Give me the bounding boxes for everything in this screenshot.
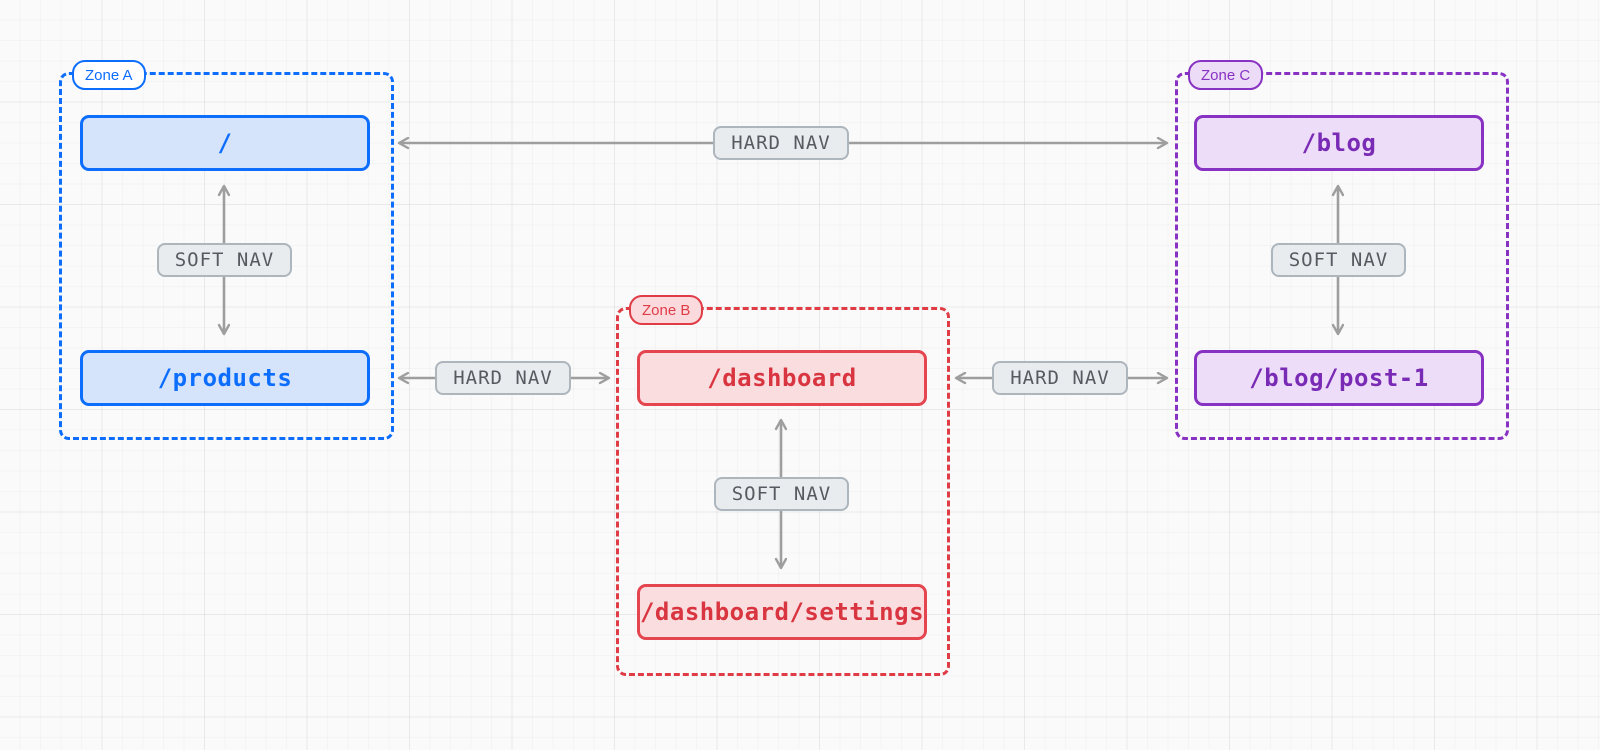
zone-c-label-text: Zone C [1201, 66, 1251, 84]
node-blog[interactable]: /blog [1194, 115, 1484, 171]
zone-a-label-badge: Zone A [72, 60, 146, 90]
zone-a-label-text: Zone A [85, 66, 133, 84]
node-blog-post-1-label: /blog/post-1 [1249, 364, 1429, 392]
edge-label-soft-nav-b-text: SOFT NAV [731, 483, 832, 505]
node-dashboard-label: /dashboard [707, 364, 857, 392]
edge-label-soft-nav-a: SOFT NAV [157, 243, 292, 277]
zone-b-container[interactable] [616, 307, 950, 676]
node-dashboard[interactable]: /dashboard [637, 350, 927, 406]
edge-label-soft-nav-a-text: SOFT NAV [174, 249, 275, 271]
edge-label-soft-nav-b: SOFT NAV [714, 477, 849, 511]
zone-b-label-text: Zone B [642, 301, 691, 319]
zone-c-label-badge: Zone C [1188, 60, 1264, 90]
node-blog-post-1[interactable]: /blog/post-1 [1194, 350, 1484, 406]
edge-label-hard-nav-a-b-text: HARD NAV [453, 367, 553, 389]
node-dashboard-settings-label: /dashboard/settings [639, 598, 925, 626]
edge-label-hard-nav-a-c-text: HARD NAV [731, 132, 831, 154]
edge-label-soft-nav-c: SOFT NAV [1271, 243, 1406, 277]
zone-c-container[interactable] [1175, 72, 1509, 440]
zone-a-container[interactable] [59, 72, 394, 440]
node-products-label: /products [157, 364, 293, 392]
edge-label-hard-nav-a-b: HARD NAV [435, 361, 571, 395]
zone-b-label-badge: Zone B [629, 295, 704, 325]
edge-label-hard-nav-a-c: HARD NAV [713, 126, 849, 160]
node-root[interactable]: / [80, 115, 370, 171]
edge-label-hard-nav-b-c: HARD NAV [992, 361, 1128, 395]
edge-label-soft-nav-c-text: SOFT NAV [1288, 249, 1389, 271]
node-dashboard-settings[interactable]: /dashboard/settings [637, 584, 927, 640]
edge-label-hard-nav-b-c-text: HARD NAV [1010, 367, 1110, 389]
node-products[interactable]: /products [80, 350, 370, 406]
node-blog-label: /blog [1301, 129, 1377, 157]
node-root-label: / [217, 129, 233, 157]
